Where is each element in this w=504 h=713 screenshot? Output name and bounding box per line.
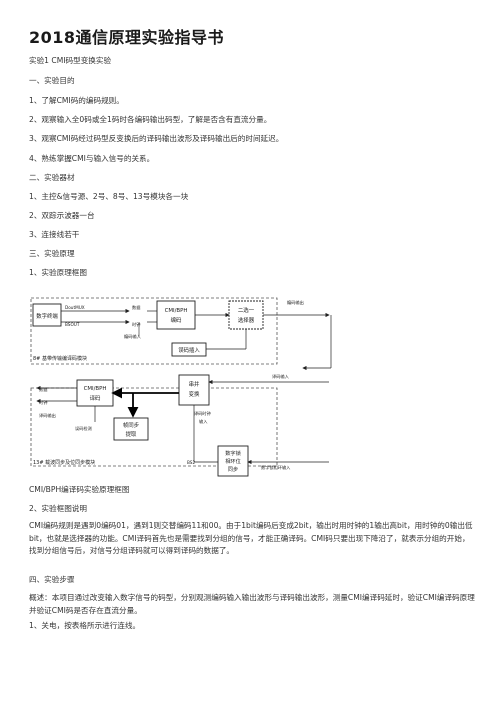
dpll-block: 数字锁 相环位 同步 (217, 445, 249, 477)
section-2-heading: 2、实验框图说明 (29, 504, 87, 513)
svg-text:数字终端: 数字终端 (36, 312, 58, 320)
module-13-frame (30, 387, 278, 467)
label-data-out: 数据 (39, 386, 47, 393)
label-bs2: BS2 (187, 460, 195, 465)
svg-text:CMI/BPH: CMI/BPH (165, 308, 188, 314)
label-decode-clock-input-1: 译码时钟 (194, 410, 211, 417)
svg-text:误码插入: 误码插入 (178, 346, 200, 354)
label-clock-in: 时钟 (132, 321, 140, 328)
svg-text:帧同步: 帧同步 (123, 421, 140, 429)
frame-sync-block: 帧同步 提取 (113, 417, 149, 441)
step-1: 1、关电，按表格所示进行连线。 (29, 621, 141, 630)
label-doutmux: DoutMUX (65, 305, 85, 310)
principle-item-1: 1、实验原理框图 (29, 268, 87, 277)
label-error-detect: 误码检测 (75, 425, 92, 432)
section-purpose-heading: 一、实验目的 (29, 76, 75, 85)
explanation-paragraph: CMI编码规则是遇到0编码01，遇到1则交替编码11和00。由于1bit编码后变… (29, 521, 473, 555)
purpose-item-3: 3、观察CMI码经过码型反变换后的译码输出波形及译码输出后的时间延迟。 (29, 134, 284, 143)
svg-text:译码: 译码 (90, 394, 101, 402)
overview-paragraph: 概述：本项目通过改变输入数字信号的码型，分别观测编码输入输出波形与译码输出波形，… (29, 593, 475, 615)
section-steps-heading: 四、实验步骤 (29, 575, 75, 584)
cmi-decoder-block: CMI/BPH 译码 (76, 379, 114, 407)
svg-text:同步: 同步 (228, 466, 238, 473)
module-8-label: 8# 基带传输编译码模块 (33, 355, 87, 362)
svg-text:变换: 变换 (189, 390, 200, 398)
svg-text:二选一: 二选一 (238, 306, 255, 314)
svg-text:串并: 串并 (189, 380, 200, 388)
principle-block-diagram: 数字终端 DoutMUX BSOUT 数据 时钟 CMI/BPH 编码 编码输入… (30, 297, 332, 477)
label-decode-output: 译码输出 (39, 412, 56, 419)
module-13-label: 13# 载波同步及位同步模块 (33, 459, 95, 466)
equipment-item-2: 2、双踪示波器一台 (29, 211, 95, 220)
section-principle-heading: 三、实验原理 (29, 249, 75, 258)
label-bsout: BSOUT (65, 322, 80, 327)
label-dpll-input: 数字锁相环输入 (261, 464, 291, 471)
svg-text:编码: 编码 (171, 316, 182, 324)
serial-parallel-block: 串并 变换 (178, 374, 210, 406)
svg-text:数字锁: 数字锁 (225, 449, 241, 457)
label-encode-input: 编码输入 (124, 333, 142, 340)
purpose-item-4: 4、熟练掌握CMI与输入信号的关系。 (29, 154, 155, 163)
purpose-item-1: 1、了解CMI码的编码规则。 (29, 96, 124, 105)
error-insert-block: 误码插入 (171, 342, 207, 357)
svg-text:CMI/BPH: CMI/BPH (84, 386, 107, 392)
module-8-frame (30, 297, 278, 365)
svg-text:选择器: 选择器 (238, 316, 255, 324)
label-clock-out: 时钟 (39, 399, 47, 406)
cmi-encoder-block: CMI/BPH 编码 (156, 300, 196, 330)
equipment-item-3: 3、连接线若干 (29, 230, 80, 239)
svg-text:相环位: 相环位 (225, 457, 241, 465)
svg-text:提取: 提取 (126, 430, 137, 438)
experiment-heading: 实验1 CMI码型变换实验 (29, 56, 112, 65)
section-equipment-heading: 二、实验器材 (29, 173, 75, 182)
label-encode-output: 编码输出 (287, 299, 304, 306)
equipment-item-1: 1、主控&信号源、2号、8号、13号模块各一块 (29, 192, 189, 201)
purpose-item-2: 2、观察输入全0码或全1码时各编码输出码型，了解是否含有直流分量。 (29, 115, 272, 124)
diagram-caption: CMI/BPH编译码实验原理框图 (29, 485, 130, 494)
selector-block: 二选一 选择器 (228, 300, 264, 330)
label-data-in: 数据 (132, 304, 140, 311)
label-decode-clock-input-2: 输入 (199, 418, 208, 425)
digital-terminal-block: 数字终端 (32, 303, 62, 327)
label-decode-input: 译码输入 (272, 373, 290, 380)
document-title: 2018通信原理实验指导书 (29, 28, 225, 47)
